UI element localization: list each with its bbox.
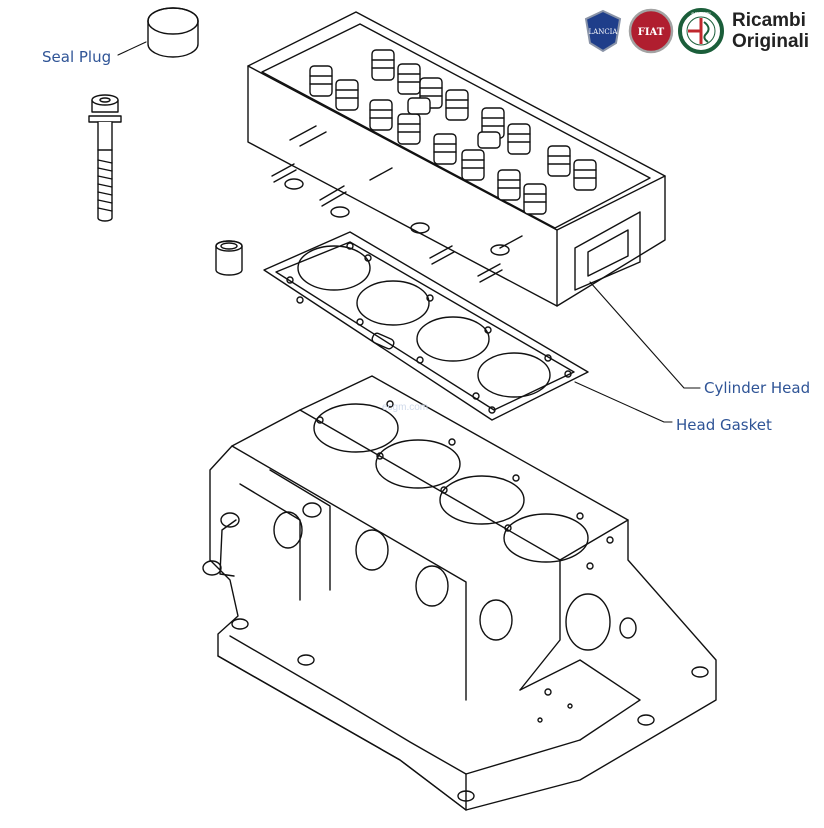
dowel-sleeve-part (215, 240, 243, 276)
seal-plug-label: Seal Plug (42, 48, 112, 66)
seal-plug-leader (117, 41, 147, 56)
lancia-logo-text: LANCIA (588, 28, 618, 36)
fiat-logo-text: FIAT (638, 27, 665, 38)
seal-plug-part (147, 7, 199, 58)
fiat-logo-icon: FIAT (628, 8, 674, 54)
leader-lines (117, 41, 701, 423)
cylinder-head-part (247, 11, 666, 307)
head-gasket-part (263, 231, 589, 421)
lancia-logo-icon: LANCIA (584, 9, 622, 53)
cylinder-head-label: Cylinder Head (704, 379, 811, 397)
alfa-logo-text: ALFA ROMEO (691, 11, 711, 15)
head-gasket-label: Head Gasket (676, 416, 772, 434)
alfa-romeo-logo-icon: ALFA ROMEO (678, 8, 724, 54)
brand-line-1: Ricambi (732, 10, 806, 31)
brand-line-2: Originali (732, 31, 810, 52)
brand-block: LANCIA FIAT ALFA ROMEO Ricambi Originali (582, 8, 809, 54)
cylinder-head-leader (589, 281, 701, 389)
brand-title: Ricambi Originali (732, 10, 809, 52)
watermark: ecgm.com (382, 402, 429, 413)
head-bolt-part (88, 94, 122, 222)
head-gasket-leader (574, 381, 673, 423)
engine-block-part (202, 375, 717, 811)
